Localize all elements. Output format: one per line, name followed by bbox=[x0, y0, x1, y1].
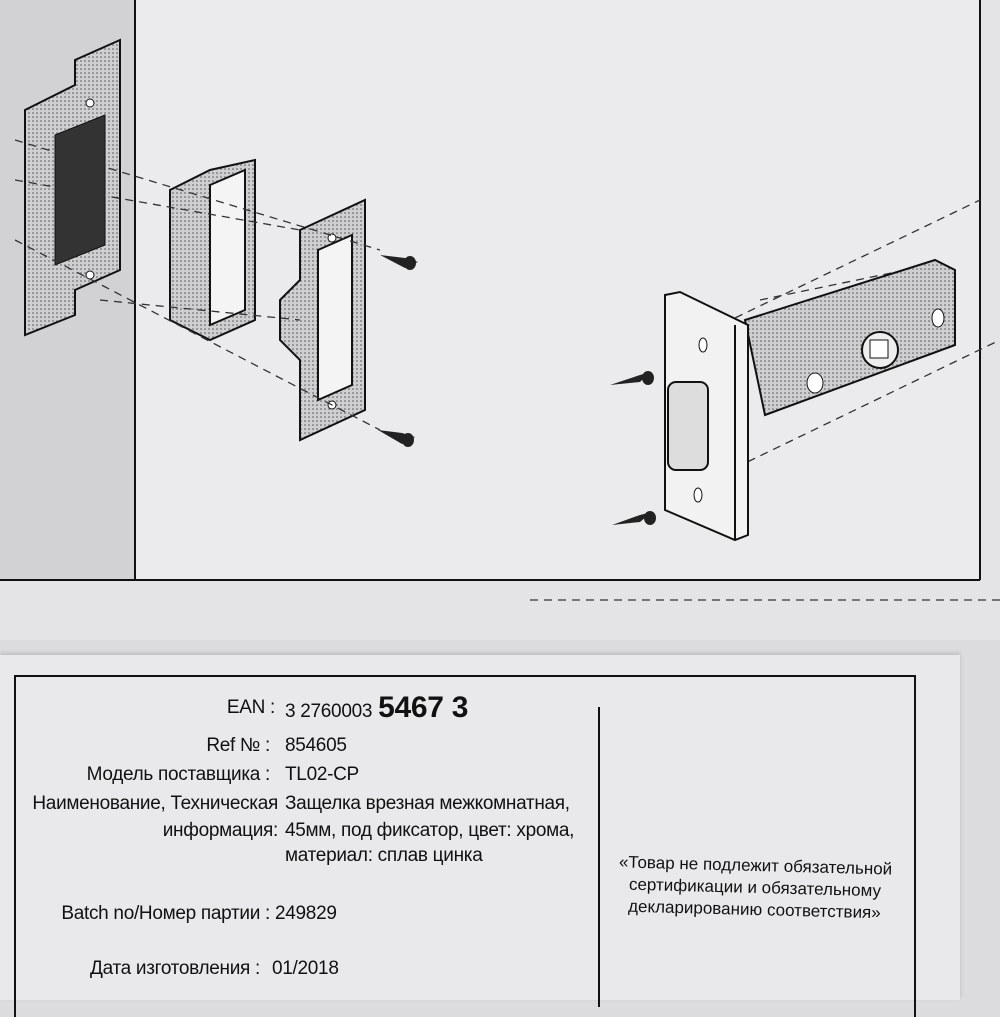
ean-value: 3 2760003 bbox=[285, 701, 373, 722]
door-frame-cutout bbox=[24, 38, 121, 337]
model-value: TL02-CP bbox=[285, 764, 359, 785]
model-label: Модель поставщика : bbox=[86, 764, 271, 785]
description-label-2: информация: bbox=[162, 820, 279, 841]
description-line-1: Защелка врезная межкомнатная, bbox=[285, 793, 570, 814]
ref-value: 854605 bbox=[285, 735, 347, 756]
strike-box bbox=[169, 158, 256, 342]
description-row: Наименование, Техническая информация: За… bbox=[0, 793, 600, 883]
label-frame bbox=[14, 675, 916, 1017]
certification-note: «Товар не подлежит обязательной сертифик… bbox=[618, 852, 893, 923]
strike-plate bbox=[279, 198, 366, 442]
description-line-3: материал: сплав цинка bbox=[285, 845, 483, 866]
description-label: Наименование, Техническая bbox=[32, 793, 278, 814]
date-label: Дата изготовления : bbox=[90, 958, 260, 979]
batch-label: Batch no/Номер партии : bbox=[61, 903, 270, 924]
ref-label: Ref № : bbox=[206, 735, 270, 756]
description-line-2: 45мм, под фиксатор, цвет: хрома, bbox=[285, 820, 575, 841]
ean-label: EAN : bbox=[226, 697, 275, 718]
ean-value-bold: 5467 3 bbox=[378, 691, 469, 724]
batch-value: 249829 bbox=[275, 903, 337, 924]
latch-bolt bbox=[664, 258, 956, 542]
screw bbox=[378, 255, 656, 525]
label-divider bbox=[598, 707, 600, 1007]
date-value: 01/2018 bbox=[272, 958, 339, 979]
installation-diagram bbox=[0, 0, 1000, 601]
